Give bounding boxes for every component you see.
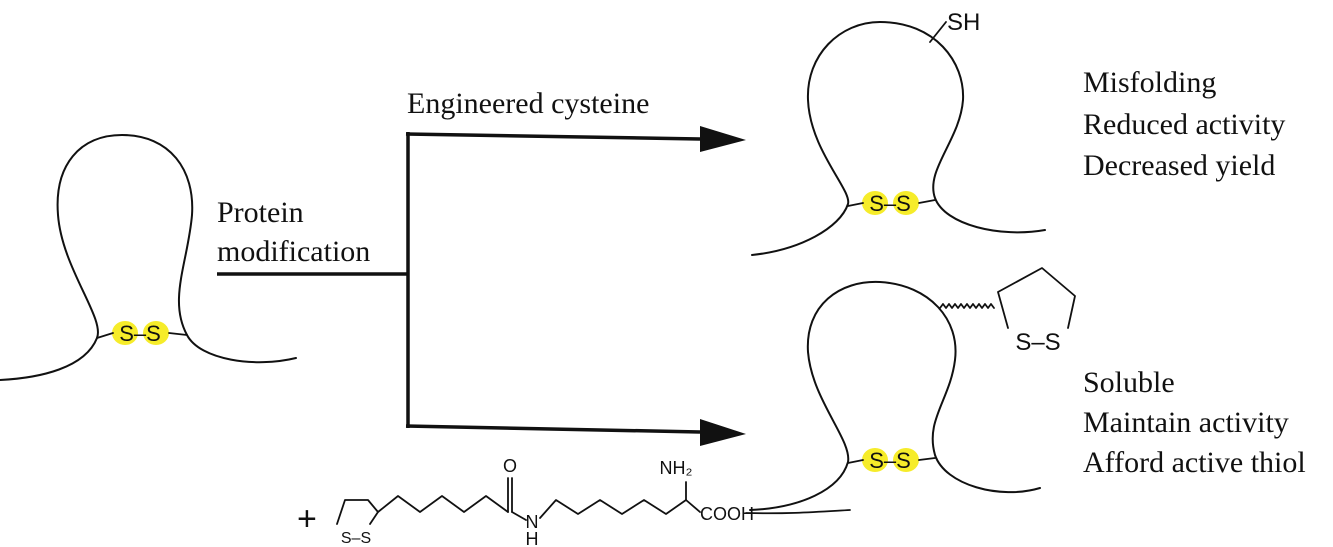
engineered-cysteine-label: Engineered cysteine <box>407 87 649 120</box>
outcome-bottom-list: Soluble Maintain activity Afford active … <box>1083 366 1306 479</box>
linkage-to-protein <box>745 509 851 515</box>
disulfide-highlight-f <box>893 448 919 472</box>
protein-modification-label-line2: modification <box>217 235 370 268</box>
lysine-carbon-chain <box>539 499 687 519</box>
arrow-bottom-head <box>700 419 746 446</box>
outcome-bottom-item-2: Afford active thiol <box>1083 446 1306 479</box>
amide-bond-left <box>511 511 527 521</box>
original-protein: S–S <box>0 134 297 381</box>
wavy-linkage <box>939 303 995 309</box>
disulfide-highlight-b <box>143 321 169 345</box>
outcome-top-item-1: Reduced activity <box>1083 108 1285 141</box>
carbonyl-oxygen-label: O <box>503 456 517 476</box>
engineered-protein-backbone <box>751 21 1046 256</box>
lipoyl-ring-bonds <box>336 499 379 525</box>
arrow-bottom-shaft <box>405 424 701 434</box>
disulfide-label: S–S <box>119 321 161 346</box>
dithiolane-label: S–S <box>1015 329 1060 356</box>
disulfide-link-right-bottom <box>918 457 936 461</box>
disulfide-link-left-top <box>847 202 864 207</box>
arrow-top-head <box>700 126 746 152</box>
disulfide-link-right-top <box>918 199 936 204</box>
engineered-protein: SH S–S <box>751 9 1046 256</box>
outcome-bottom-item-1: Maintain activity <box>1083 406 1289 439</box>
disulfide-highlight-c <box>862 191 888 215</box>
lipoylated-protein: S–S S–S <box>749 267 1076 511</box>
amide-hydrogen-label: H <box>526 529 539 547</box>
thiol-label: SH <box>947 9 980 36</box>
amine-label: NH₂ <box>660 458 693 478</box>
protein-modification-label-line1: Protein <box>217 196 304 229</box>
outcome-bottom-item-0: Soluble <box>1083 366 1175 399</box>
disulfide-highlight-d <box>893 191 919 215</box>
disulfide-link-right <box>168 332 188 336</box>
outcome-top-item-2: Decreased yield <box>1083 149 1275 182</box>
reaction-arrows <box>217 126 746 446</box>
lipoyl-ring-label: S–S <box>341 530 371 547</box>
outcome-top-list: Misfolding Reduced activity Decreased yi… <box>1083 66 1285 182</box>
lipoylated-protein-backbone <box>749 280 1041 511</box>
disulfide-link-left <box>96 332 114 339</box>
disulfide-highlight-e <box>862 448 888 472</box>
arrow-top-shaft <box>405 132 701 141</box>
lipoyl-lysine-structure: + S–S O N H NH₂ COOH <box>297 456 851 547</box>
carboxyl-label: COOH <box>700 504 754 524</box>
carboxyl-bond <box>685 499 701 513</box>
outcome-top-item-0: Misfolding <box>1083 66 1216 99</box>
thiol-bond <box>929 21 947 43</box>
disulfide-highlight-a <box>112 321 138 345</box>
dithiolane-ring <box>997 267 1076 329</box>
disulfide-label-top: S–S <box>869 191 911 216</box>
amide-nitrogen-label: N <box>526 512 539 532</box>
disulfide-link-left-bottom <box>847 459 864 464</box>
plus-sign: + <box>297 500 317 538</box>
disulfide-label-bottom: S–S <box>869 448 911 473</box>
lipoyl-carbon-chain <box>377 495 509 513</box>
